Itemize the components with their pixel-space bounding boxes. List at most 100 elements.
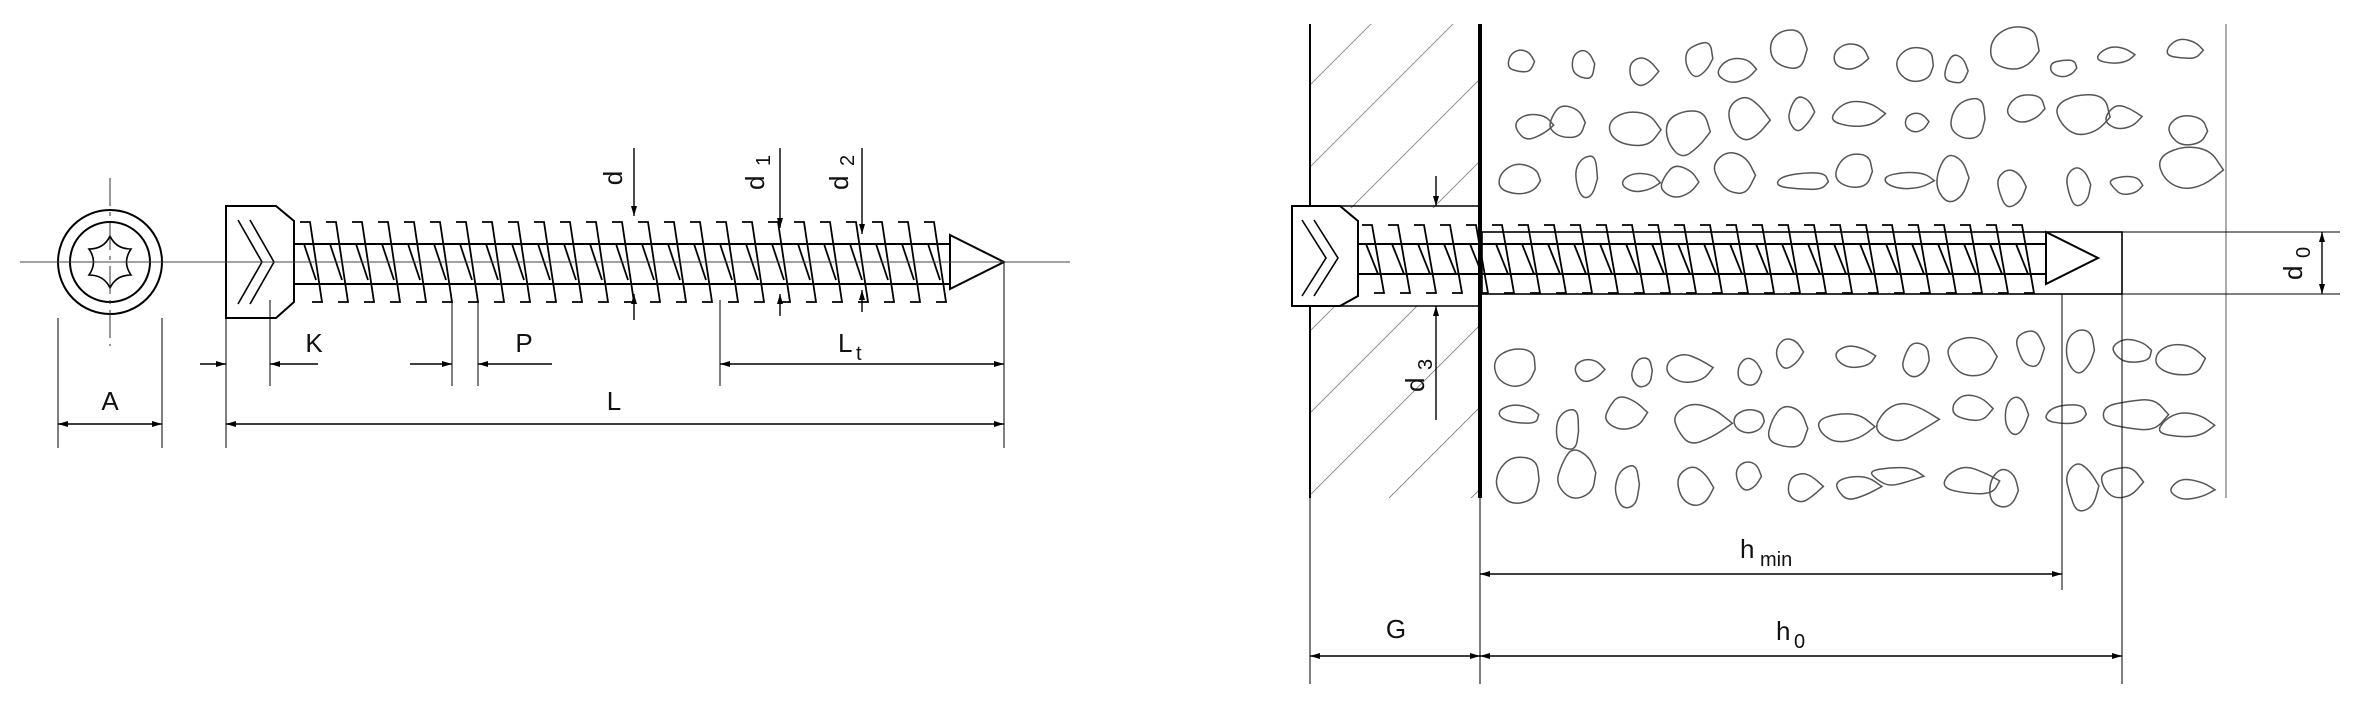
aggregate-stone xyxy=(1884,171,1936,190)
thread-crest xyxy=(1495,243,1509,275)
aggregate-stone xyxy=(2066,167,2092,207)
aggregate-stone xyxy=(1989,26,2040,70)
label-d1-subscript: 1 xyxy=(753,155,775,166)
aggregate-stone xyxy=(1835,475,1884,500)
label-K: K xyxy=(305,328,323,358)
aggregate-stone xyxy=(1713,151,1757,194)
aggregate-stone xyxy=(2102,399,2170,431)
thread-flank xyxy=(1622,224,1646,294)
aggregate-stone xyxy=(1817,413,1877,443)
aggregate-stone xyxy=(1904,112,1930,133)
aggregate-stone xyxy=(1665,110,1712,157)
aggregate-stone xyxy=(1557,449,1597,499)
aggregate-stone xyxy=(1788,96,1816,132)
label-Lt: L xyxy=(838,328,852,358)
thread-crest xyxy=(1807,243,1821,275)
label-d: d xyxy=(598,171,628,185)
thread-crest xyxy=(1989,243,2003,275)
aggregate-stone xyxy=(1493,348,1536,387)
aggregate-stone xyxy=(1776,172,1830,191)
aggregate-stone xyxy=(1608,111,1662,147)
aggregate-stone xyxy=(1571,49,1596,80)
aggregate-stone xyxy=(1767,405,1809,448)
label-A: A xyxy=(101,386,119,416)
label-Lt-subscript: t xyxy=(856,343,862,365)
thread-crest xyxy=(1651,243,1665,275)
thread-flank xyxy=(1414,224,1438,294)
aggregate-stone xyxy=(1787,472,1825,503)
thread-crest xyxy=(1443,243,1457,275)
label-d0-subscript: 0 xyxy=(2293,247,2315,258)
thread-flank xyxy=(1830,224,1854,294)
aggregate-stone xyxy=(1947,336,1998,377)
aggregate-stone xyxy=(1769,29,1808,69)
aggregate-stone xyxy=(1876,402,1941,442)
thread-flank xyxy=(1648,224,1672,294)
thread-flank xyxy=(1492,224,1516,294)
thread-flank xyxy=(1570,224,1594,294)
label-G: G xyxy=(1386,614,1406,644)
aggregate-stone xyxy=(1733,409,1766,434)
aggregate-stone xyxy=(1555,408,1580,450)
thread-crest xyxy=(1625,243,1639,275)
aggregate-stone xyxy=(2016,330,2046,368)
aggregate-stone xyxy=(1989,468,2020,508)
screw-installed xyxy=(1291,205,2101,307)
aggregate-stone xyxy=(1498,404,1540,424)
aggregate-stone xyxy=(1952,394,1995,422)
aggregate-stone xyxy=(1833,43,1870,70)
aggregate-stone xyxy=(2045,404,2088,425)
aggregate-stone xyxy=(1831,100,1887,128)
thread-crest xyxy=(1573,243,1587,275)
label-h0: h xyxy=(1776,616,1790,646)
aggregate-stone xyxy=(2049,59,2078,78)
label-d1: d xyxy=(740,176,770,190)
aggregate-stone xyxy=(1950,97,1986,140)
thread-flank xyxy=(1518,224,1542,294)
aggregate-stone xyxy=(1735,461,1763,491)
aggregate-stone xyxy=(2158,146,2225,190)
thread-crest xyxy=(1417,243,1431,275)
thread-crest xyxy=(1729,243,1743,275)
thread-flank xyxy=(1388,224,1412,294)
thread-flank xyxy=(1934,224,1958,294)
thread-flank xyxy=(1882,224,1906,294)
thread-flank xyxy=(2012,224,2036,294)
thread-flank xyxy=(1986,224,2010,294)
thread-crest xyxy=(1885,243,1899,275)
label-hmin: h xyxy=(1740,534,1754,564)
aggregate-stone xyxy=(2100,466,2145,499)
aggregate-stone xyxy=(1574,358,1606,383)
thread-flank xyxy=(1674,224,1698,294)
aggregate-stone xyxy=(1549,105,1587,139)
thread-crest xyxy=(1859,243,1873,275)
label-h0-subscript: 0 xyxy=(1794,631,1805,653)
label-d3-subscript: 3 xyxy=(1415,359,1437,370)
thread-flank xyxy=(1596,224,1620,294)
label-d2: d xyxy=(824,176,854,190)
aggregate-stone xyxy=(1896,46,1935,83)
thread-flank xyxy=(1544,224,1568,294)
aggregate-stone xyxy=(2065,329,2096,374)
thread-flank xyxy=(1856,224,1880,294)
screw-dimension-drawing: d d 1 d 2 K P L t A L xyxy=(20,148,1070,448)
thread-flank xyxy=(1960,224,1984,294)
aggregate-stone xyxy=(2109,175,2144,196)
aggregate-stone xyxy=(1717,57,1758,83)
thread-crest xyxy=(1911,243,1925,275)
thread-crest xyxy=(1677,243,1691,275)
thread-crest xyxy=(1391,243,1405,275)
aggregate-stone xyxy=(2155,343,2207,376)
thread-flank xyxy=(1726,224,1750,294)
aggregate-stone xyxy=(2170,478,2217,500)
label-d3: d xyxy=(1400,378,1430,392)
thread-flank xyxy=(1778,224,1802,294)
aggregate-stone xyxy=(1944,54,1969,84)
thread-flank xyxy=(1362,224,1386,294)
aggregate-stone xyxy=(1775,338,1805,369)
thread-crest xyxy=(1599,243,1613,275)
aggregate-stone xyxy=(1666,354,1715,384)
aggregate-stone xyxy=(2006,94,2046,123)
aggregate-stone xyxy=(1902,342,1930,378)
